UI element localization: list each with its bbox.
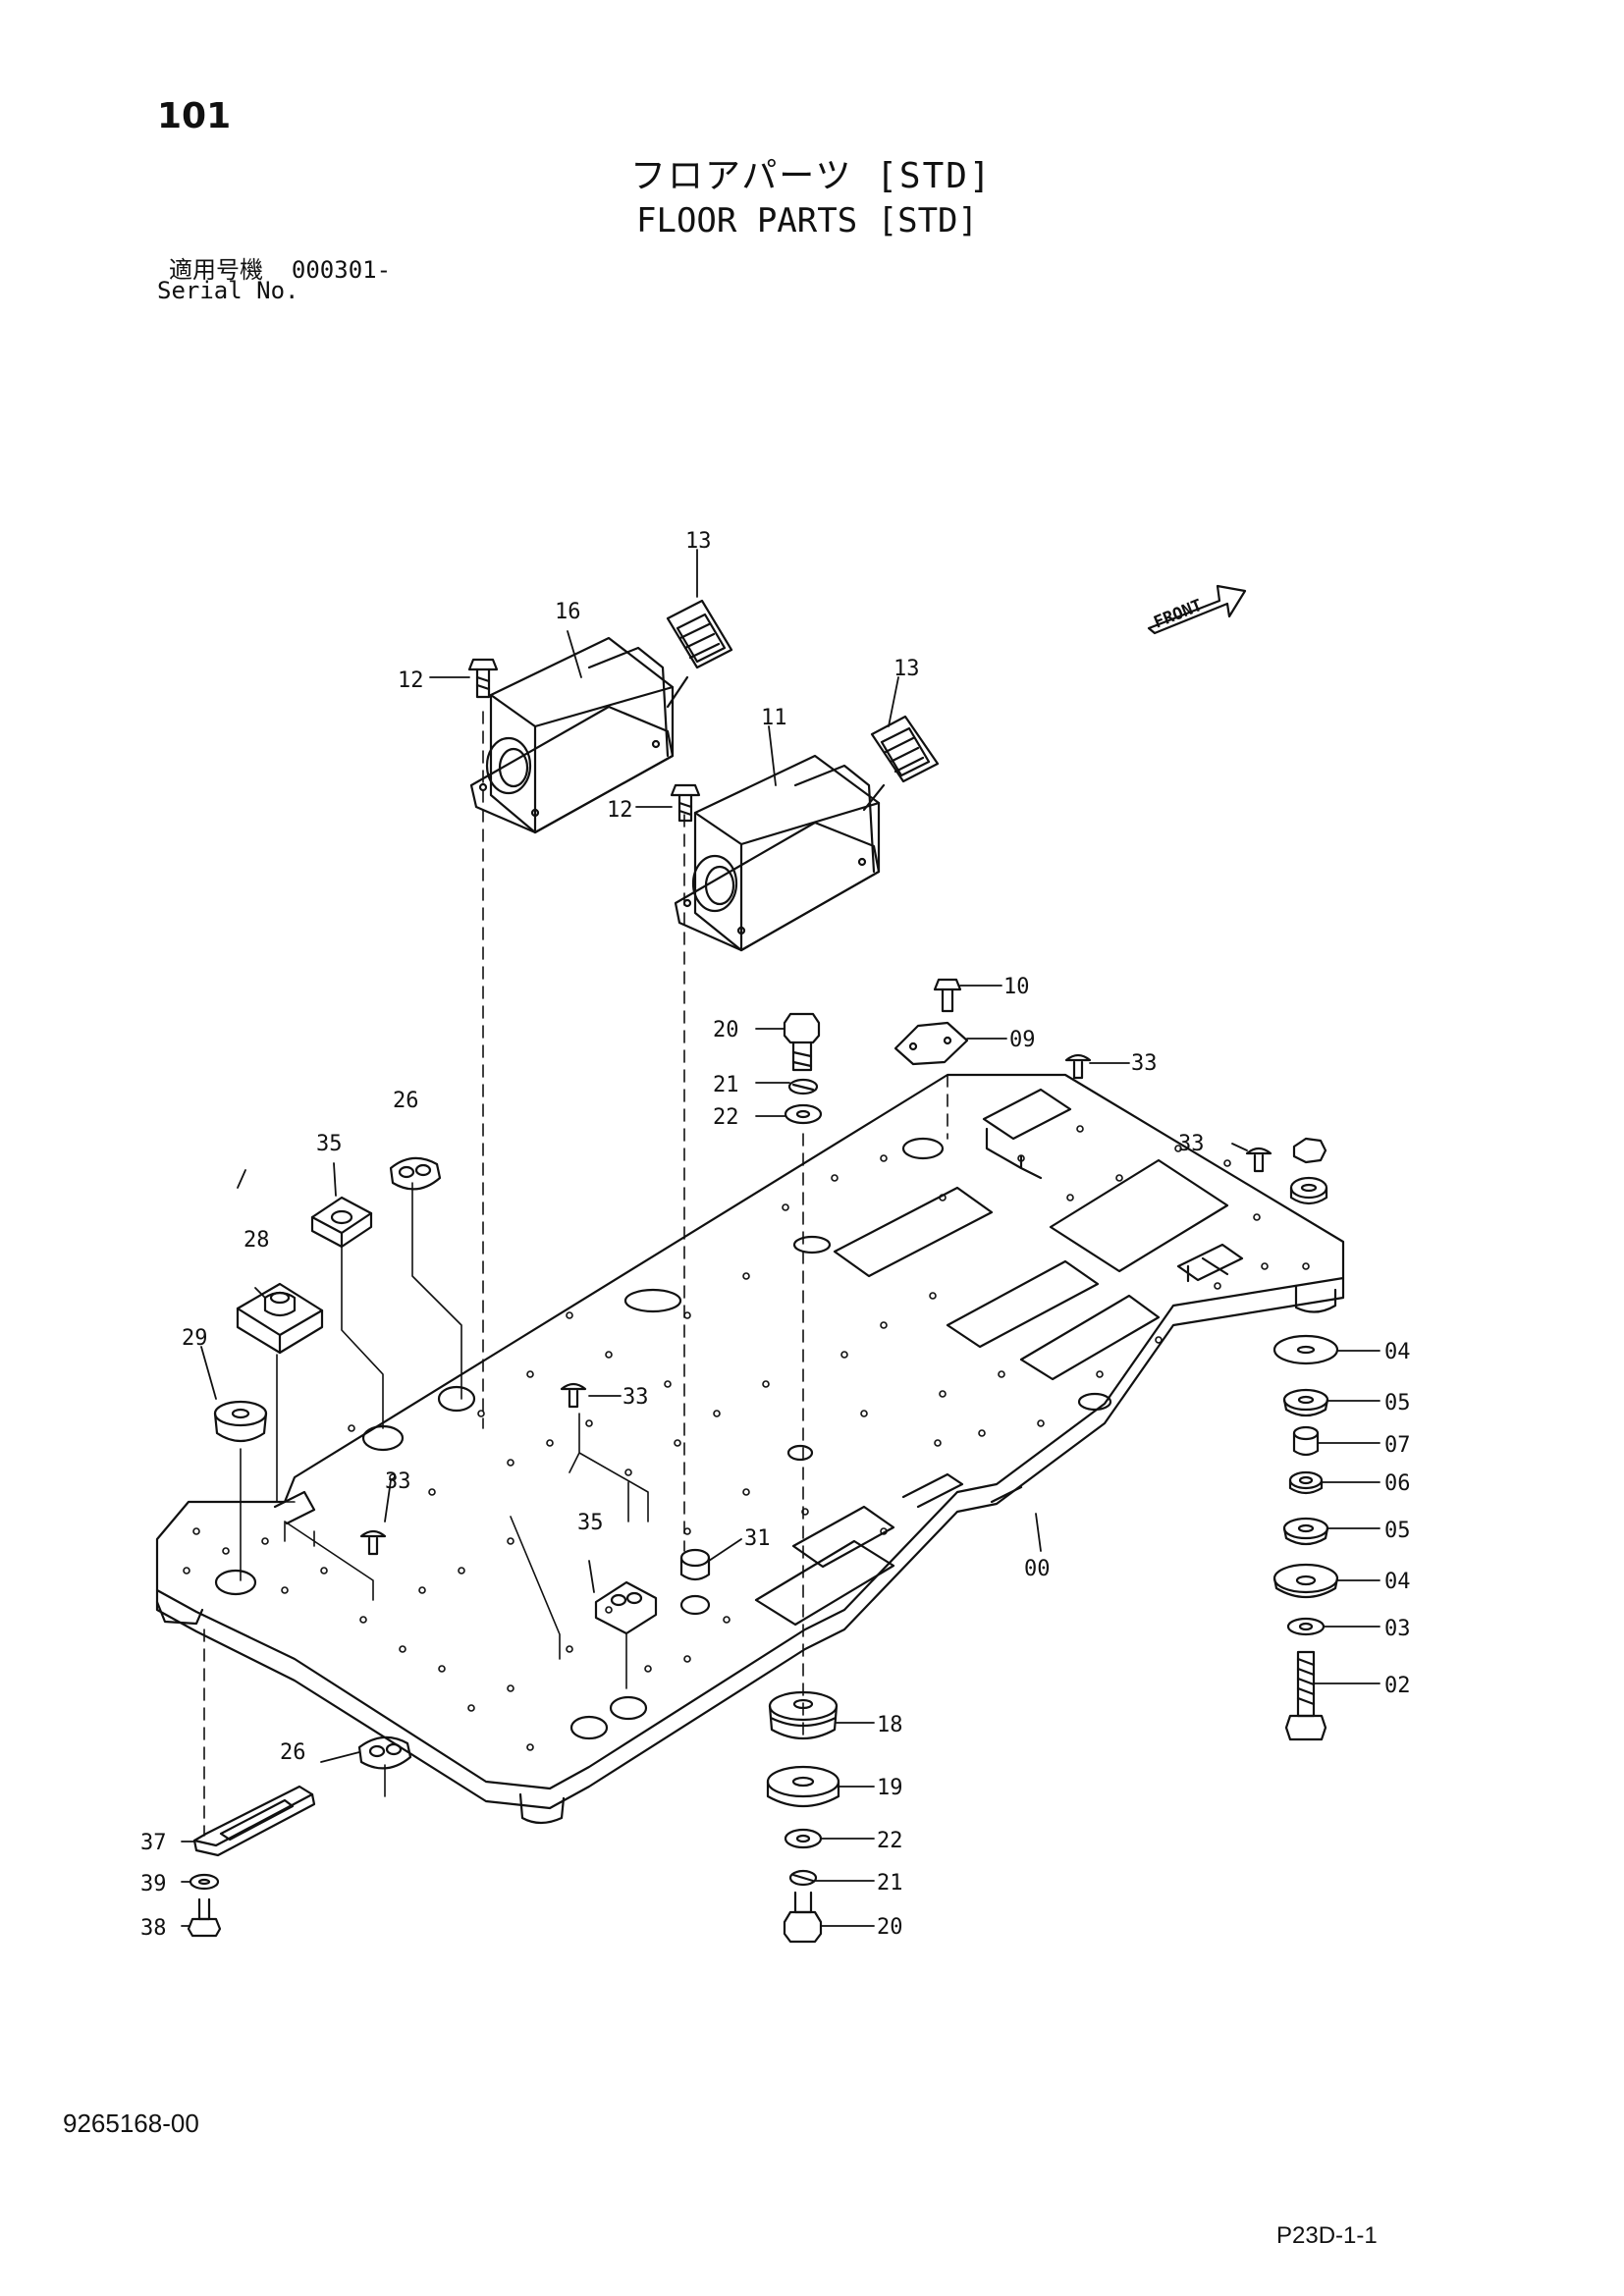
serial-line-japanese: 適用号機 000301- xyxy=(169,250,391,285)
part-26-pad-upper xyxy=(389,1156,442,1191)
part-05-washer-upper xyxy=(1282,1388,1329,1417)
part-18-rubber-mount xyxy=(768,1690,839,1739)
part-label-04b: 04 xyxy=(1384,1570,1411,1594)
part-04-washer-lower xyxy=(1272,1563,1339,1598)
part-33-screw-a xyxy=(1064,1053,1092,1080)
front-arrow-icon xyxy=(1147,584,1247,635)
part-label-05b: 05 xyxy=(1384,1519,1411,1543)
part-label-20b: 20 xyxy=(877,1915,903,1940)
title-japanese: フロアパーツ [STD] xyxy=(630,156,993,196)
part-label-33c: 33 xyxy=(623,1385,649,1410)
part-label-35b: 35 xyxy=(577,1511,604,1535)
part-29-rubber-mount xyxy=(213,1400,268,1443)
part-label-37: 37 xyxy=(140,1831,167,1855)
part-20-bolt-lower xyxy=(783,1891,823,1944)
assembly-lines xyxy=(203,711,948,1837)
part-label-03: 03 xyxy=(1384,1617,1411,1641)
part-21-spring-washer-upper xyxy=(787,1078,819,1095)
part-02-bolt xyxy=(1284,1650,1327,1741)
part-label-22b: 22 xyxy=(877,1829,903,1853)
part-label-16: 16 xyxy=(555,600,581,624)
part-13-connector-b xyxy=(862,715,940,812)
part-20-bolt-upper xyxy=(783,1012,821,1072)
part-19-washer xyxy=(766,1765,840,1807)
part-label-26b: 26 xyxy=(280,1740,306,1765)
title-english: FLOOR PARTS [STD] xyxy=(636,201,978,240)
part-label-04a: 04 xyxy=(1384,1340,1411,1364)
part-label-05a: 05 xyxy=(1384,1391,1411,1415)
part-label-07: 07 xyxy=(1384,1433,1411,1458)
page-number: 101 xyxy=(157,96,232,136)
part-26-pad-lower xyxy=(357,1735,412,1770)
part-label-19: 19 xyxy=(877,1776,903,1800)
part-28-mount xyxy=(236,1282,324,1355)
part-label-39: 39 xyxy=(140,1872,167,1896)
part-label-29: 29 xyxy=(182,1326,208,1351)
front-marker: FRONT xyxy=(1151,596,1205,633)
part-11-box xyxy=(674,754,881,952)
part-10-bolt xyxy=(933,978,962,1013)
top-right-nut xyxy=(1289,1137,1328,1205)
part-37-bracket xyxy=(192,1785,316,1857)
part-label-18: 18 xyxy=(877,1713,903,1737)
part-label-13a: 13 xyxy=(685,529,712,554)
part-07-collar xyxy=(1292,1425,1320,1457)
part-35-pad-lower xyxy=(594,1580,658,1635)
part-03-washer xyxy=(1286,1617,1326,1636)
part-label-12b: 12 xyxy=(607,798,633,823)
part-label-33d: 33 xyxy=(385,1469,411,1494)
part-35-pad-upper xyxy=(310,1196,373,1249)
part-label-21b: 21 xyxy=(877,1871,903,1896)
serial-label-jp: 適用号機 xyxy=(169,256,263,284)
part-label-26a: 26 xyxy=(393,1089,419,1113)
part-label-10: 10 xyxy=(1003,975,1030,999)
part-16-box xyxy=(469,636,675,834)
part-label-33a: 33 xyxy=(1131,1051,1158,1076)
part-label-21a: 21 xyxy=(713,1073,739,1097)
page-code: P23D-1-1 xyxy=(1276,2222,1378,2249)
part-33-screw-c xyxy=(560,1382,587,1409)
part-label-35a: 35 xyxy=(316,1132,343,1156)
part-33-screw-b xyxy=(1245,1147,1272,1173)
part-label-06: 06 xyxy=(1384,1471,1411,1496)
part-label-11: 11 xyxy=(761,706,787,730)
part-label-09: 09 xyxy=(1009,1028,1036,1052)
part-labels: 13 16 12 13 11 12 10 09 20 21 22 33 33 26 35 28 29 33 33 35… xyxy=(140,529,1411,1941)
part-05-washer-lower xyxy=(1282,1517,1329,1546)
part-12-bolt-a xyxy=(467,658,499,699)
part-label-20a: 20 xyxy=(713,1018,739,1042)
part-06-washer xyxy=(1288,1470,1324,1495)
part-12-bolt-b xyxy=(670,783,701,823)
part-label-12a: 12 xyxy=(398,668,424,693)
serial-value: 000301- xyxy=(291,256,392,284)
part-31-bushing xyxy=(679,1548,711,1581)
part-label-31: 31 xyxy=(744,1526,771,1551)
label-leaders xyxy=(181,549,1380,1927)
part-label-00: 00 xyxy=(1024,1557,1051,1581)
document-number: 9265168-00 xyxy=(63,2109,199,2138)
part-04-washer-upper xyxy=(1272,1334,1339,1365)
part-22-washer-lower xyxy=(784,1828,823,1849)
part-label-28: 28 xyxy=(244,1228,270,1253)
part-13-connector-a xyxy=(666,599,733,709)
part-33-screw-d xyxy=(359,1529,387,1556)
part-label-33b: 33 xyxy=(1178,1132,1205,1156)
floor-plate xyxy=(155,1073,1345,1825)
serial-label-english: Serial No. xyxy=(157,277,299,304)
part-label-02: 02 xyxy=(1384,1674,1411,1698)
part-09-plate xyxy=(893,1021,969,1066)
part-label-13b: 13 xyxy=(893,657,920,681)
part-38-bolt xyxy=(187,1897,222,1938)
part-22-washer-upper xyxy=(784,1103,823,1125)
part-21-spring-washer-lower xyxy=(788,1869,818,1887)
part-39-washer xyxy=(189,1873,220,1891)
part-label-22a: 22 xyxy=(713,1105,739,1130)
part-label-38: 38 xyxy=(140,1916,167,1941)
